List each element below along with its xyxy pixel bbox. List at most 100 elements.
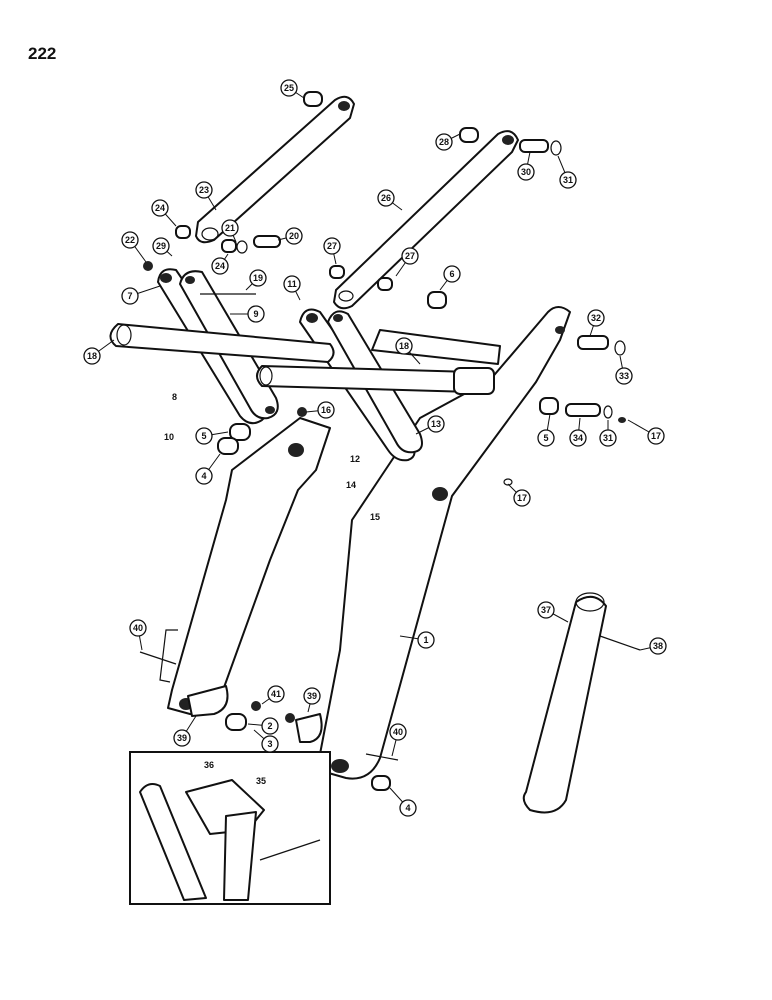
callout-number: 31 (563, 175, 573, 185)
callout-number: 17 (651, 431, 661, 441)
callout-number: 41 (271, 689, 281, 699)
callout-circle (399, 799, 417, 817)
callout-circle (129, 619, 147, 637)
callout-number: 6 (449, 269, 454, 279)
pin-34 (565, 403, 601, 417)
callout-2: 2 (247, 717, 279, 735)
callout-27: 27 (395, 247, 419, 277)
callout-6: 6 (439, 265, 461, 291)
callout-3: 3 (253, 729, 279, 753)
callout-16: 16 (305, 401, 335, 419)
callout-circle (417, 631, 435, 649)
callout-30: 30 (517, 151, 535, 181)
callout-circle (537, 601, 555, 619)
bushing-28 (459, 127, 479, 143)
part-label-15: 15 (370, 512, 380, 522)
callout-number: 13 (431, 419, 441, 429)
callout-31: 31 (599, 420, 617, 447)
callout-number: 2 (267, 721, 272, 731)
callout-5: 5 (195, 427, 229, 445)
callout-34: 34 (569, 417, 587, 447)
callout-20: 20 (277, 227, 303, 245)
callout-circle (649, 637, 667, 655)
pin-30 (519, 139, 549, 153)
callout-32: 32 (587, 309, 605, 337)
callout-number: 27 (405, 251, 415, 261)
callout-circle (280, 79, 298, 97)
callout-circle (401, 247, 419, 265)
callout-27: 27 (323, 237, 341, 265)
callout-number: 22 (125, 235, 135, 245)
callout-number: 33 (619, 371, 629, 381)
grease-fitting-17 (618, 417, 626, 423)
page-number: 222 (28, 44, 57, 63)
part-label-35: 35 (256, 776, 266, 786)
callout-circle (151, 199, 169, 217)
callout-number: 9 (253, 309, 258, 319)
callout-5: 5 (537, 413, 555, 447)
nut-41b (285, 713, 295, 723)
nut-22 (143, 261, 153, 271)
callout-24: 24 (151, 199, 177, 227)
callout-39: 39 (173, 715, 197, 747)
callout-circle (195, 427, 213, 445)
tilt-cylinder-right (256, 365, 495, 395)
tube-37 (522, 592, 641, 814)
part-label-36: 36 (204, 760, 214, 770)
callout-number: 18 (87, 351, 97, 361)
snap-ring-31b (603, 405, 613, 419)
callout-circle (513, 489, 531, 507)
callout-circle (121, 287, 139, 305)
callout-circle (195, 467, 213, 485)
inset-detail (129, 751, 331, 905)
callout-circle (615, 367, 633, 385)
bushing-6 (427, 291, 447, 309)
callout-number: 26 (381, 193, 391, 203)
callout-number: 34 (573, 433, 583, 443)
callout-number: 30 (521, 167, 531, 177)
bushing-2 (225, 713, 247, 731)
callout-39: 39 (303, 687, 321, 713)
callout-26: 26 (377, 189, 403, 211)
bushing-27 (329, 265, 345, 279)
snap-ring-31 (550, 140, 562, 156)
callout-number: 32 (591, 313, 601, 323)
callout-circle (121, 231, 139, 249)
bushing-4 (217, 437, 239, 455)
bushing-24b (221, 239, 237, 253)
callout-number: 39 (307, 691, 317, 701)
lock-plate-39b (295, 713, 323, 743)
callout-19: 19 (245, 269, 267, 291)
callout-18: 18 (395, 337, 421, 365)
cross-tube (371, 329, 501, 365)
callout-circle (599, 429, 617, 447)
nut-16 (297, 407, 307, 417)
callout-number: 38 (653, 641, 663, 651)
callout-number: 40 (393, 727, 403, 737)
callout-circle (323, 237, 341, 255)
callout-38: 38 (639, 637, 667, 655)
callout-number: 19 (253, 273, 263, 283)
callout-9: 9 (230, 305, 265, 323)
small-parts (139, 91, 626, 791)
callout-number: 20 (289, 231, 299, 241)
callout-18: 18 (83, 339, 115, 365)
callout-circle (285, 227, 303, 245)
callout-circle (395, 337, 413, 355)
callout-number: 21 (225, 223, 235, 233)
callout-number: 3 (267, 739, 272, 749)
nut-41 (251, 701, 261, 711)
callout-number: 7 (127, 291, 132, 301)
part-label-14: 14 (346, 480, 356, 490)
callout-number: 24 (215, 261, 225, 271)
callout-circle (517, 163, 535, 181)
callout-circle (537, 429, 555, 447)
callout-circle (195, 181, 213, 199)
callout-11: 11 (283, 275, 301, 301)
tilt-cylinder-left (109, 323, 335, 363)
callout-number: 17 (517, 493, 527, 503)
bushing-4b (371, 775, 391, 791)
callout-circle (435, 133, 453, 151)
